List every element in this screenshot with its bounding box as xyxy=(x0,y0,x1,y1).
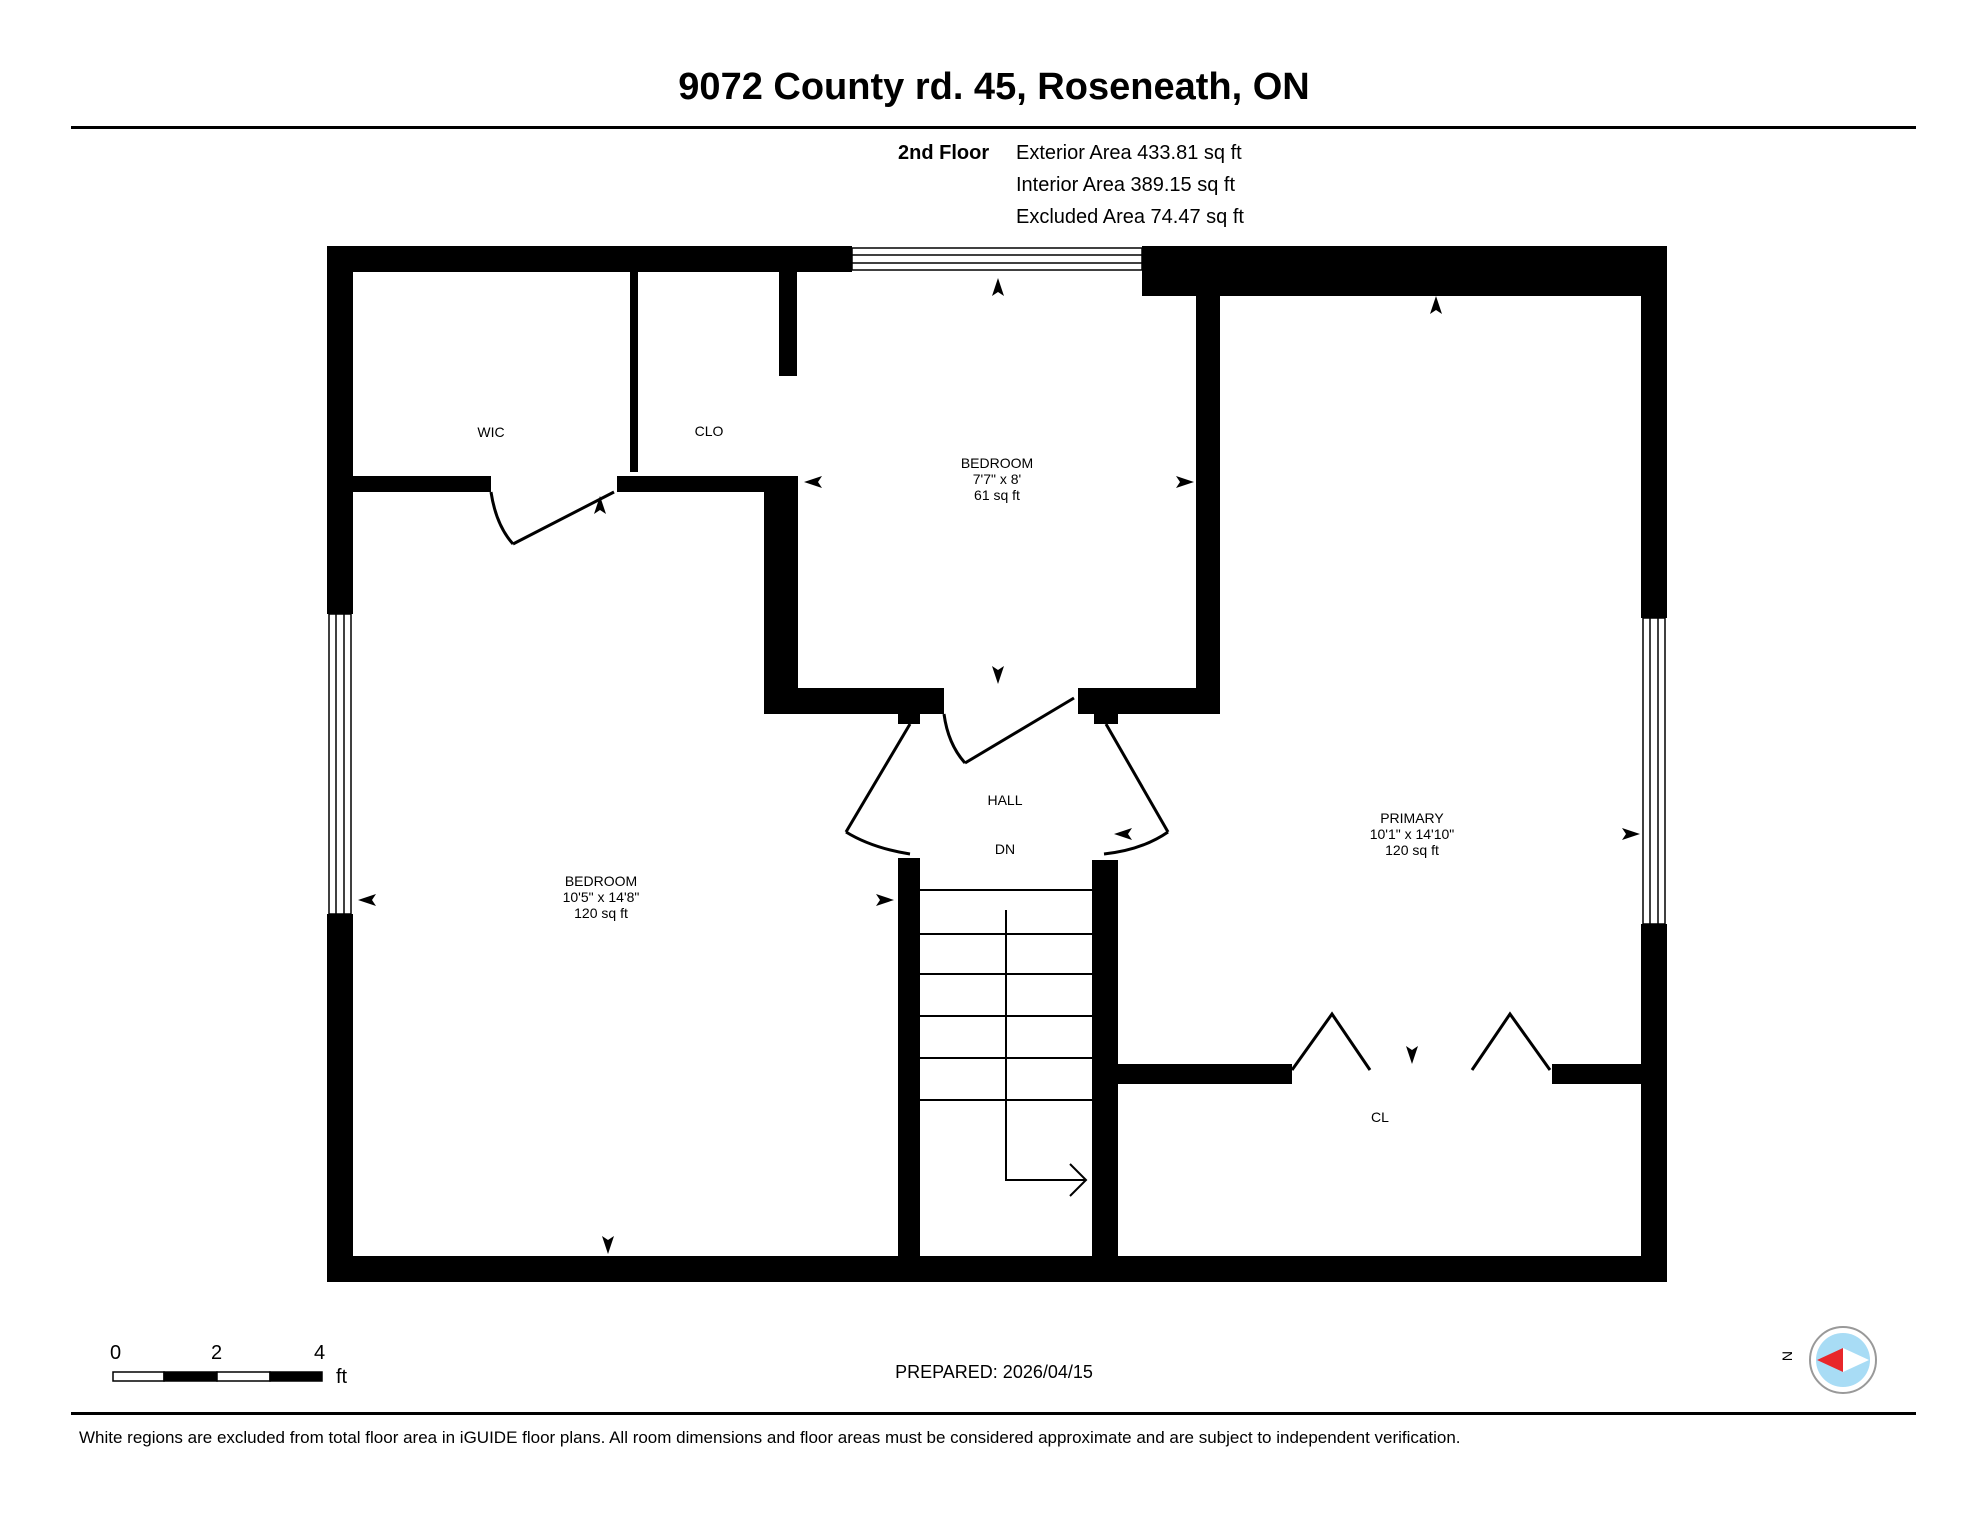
room-area-primary: 120 sq ft xyxy=(1385,842,1439,858)
scale-tick-4: 4 xyxy=(314,1342,326,1364)
window-top xyxy=(851,247,1143,271)
footer-rule xyxy=(71,1412,1916,1415)
compass-north-label: N xyxy=(1779,1350,1796,1362)
room-label-hall: HALL xyxy=(987,792,1022,808)
exterior-walls xyxy=(327,246,1667,1282)
scale-tick-2: 2 xyxy=(211,1342,223,1364)
floor-label: 2nd Floor xyxy=(898,142,990,164)
room-dims-bedroom-large: 10'5" x 14'8" xyxy=(563,889,640,905)
doors xyxy=(489,490,1552,1071)
room-label-bedroom-small: BEDROOM xyxy=(961,455,1033,471)
interior-walls xyxy=(353,272,1642,1282)
page-title: 9072 County rd. 45, Roseneath, ON xyxy=(678,66,1310,108)
room-area-bedroom-small: 61 sq ft xyxy=(974,487,1020,503)
room-label-clo: CLO xyxy=(695,423,724,439)
scale-tick-0: 0 xyxy=(110,1342,122,1364)
header-rule xyxy=(71,126,1916,129)
stairs xyxy=(920,889,1092,1197)
room-dims-bedroom-small: 7'7" x 8' xyxy=(973,471,1021,487)
exterior-area: Exterior Area 433.81 sq ft xyxy=(1016,142,1242,164)
scale-unit: ft xyxy=(336,1366,348,1388)
prepared-date: PREPARED: 2026/04/15 xyxy=(895,1362,1093,1382)
disclaimer-text: White regions are excluded from total fl… xyxy=(79,1428,1461,1447)
room-label-bedroom-large: BEDROOM xyxy=(565,873,637,889)
window-left xyxy=(328,613,352,915)
room-area-bedroom-large: 120 sq ft xyxy=(574,905,628,921)
room-label-primary: PRIMARY xyxy=(1380,810,1444,826)
room-dims-primary: 10'1" x 14'10" xyxy=(1370,826,1455,842)
compass-icon xyxy=(1809,1326,1877,1394)
excluded-area: Excluded Area 74.47 sq ft xyxy=(1016,206,1244,228)
room-label-cl: CL xyxy=(1371,1109,1389,1125)
room-label-wic: WIC xyxy=(477,424,504,440)
stairs-down-label: DN xyxy=(995,841,1015,857)
scale-bar xyxy=(112,1371,323,1382)
window-right xyxy=(1642,617,1666,925)
arrow-markers xyxy=(358,278,1640,1254)
interior-area: Interior Area 389.15 sq ft xyxy=(1016,174,1236,196)
